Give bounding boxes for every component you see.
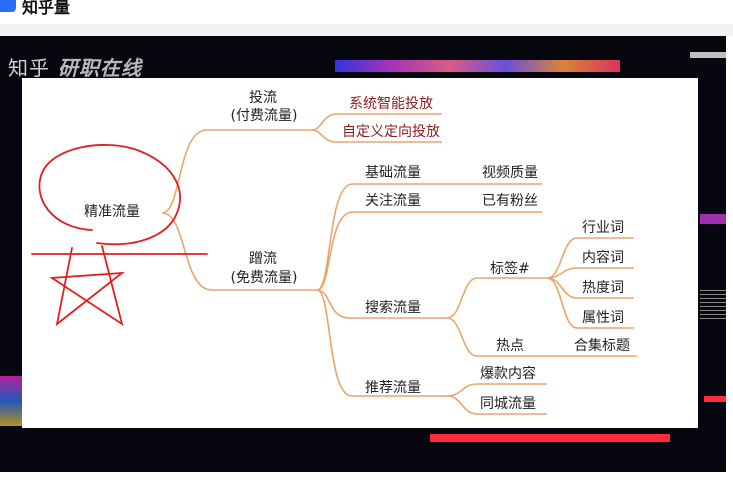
node-paid-item-2: 自定义定向投放: [342, 124, 440, 140]
app-header: 知乎量: [0, 0, 733, 22]
mindmap-board: 精准流量 投流 (付费流量) 系统智能投放 自定义定向投放 蹭流 (免费流量) …: [22, 78, 698, 428]
watermark-sub: 研职在线: [58, 56, 142, 80]
video-red-accent: [704, 396, 726, 402]
node-root: 精准流量: [84, 204, 140, 220]
node-free-title: 蹭流: [249, 251, 277, 267]
node-recommend: 推荐流量: [365, 380, 421, 396]
video-right-deco: [700, 214, 726, 224]
connector-root-free: [161, 212, 213, 291]
node-tag-item-3: 热度词: [582, 280, 624, 296]
app-title: 知乎量: [22, 0, 71, 17]
watermark-main: 知乎: [8, 56, 50, 80]
node-tag-item-2: 内容词: [582, 250, 624, 266]
node-tag-item-4: 属性词: [582, 310, 624, 326]
node-search: 搜索流量: [365, 300, 421, 316]
node-tag-item-1: 行业词: [582, 220, 624, 236]
node-hot: 热点: [496, 338, 524, 354]
connector-paid-2: [311, 129, 442, 143]
node-hot-detail: 合集标题: [574, 338, 630, 354]
video-left-deco: [0, 376, 22, 426]
video-red-bar: [430, 434, 670, 442]
node-basic: 基础流量: [365, 165, 421, 181]
node-basic-detail: 视频质量: [482, 165, 538, 181]
connector-paid-1: [311, 113, 442, 131]
red-annotation: [31, 144, 208, 327]
video-scanlines: [700, 290, 726, 320]
node-recommend-item-2: 同城流量: [480, 396, 536, 412]
node-paid-subtitle: (付费流量): [230, 108, 298, 124]
connector-root-paid: [161, 129, 208, 214]
node-follow: 关注流量: [365, 193, 421, 209]
node-paid-title: 投流: [249, 90, 277, 106]
node-paid-item-1: 系统智能投放: [349, 96, 433, 112]
node-free-subtitle: (免费流量): [230, 270, 298, 286]
node-follow-detail: 已有粉丝: [482, 193, 538, 209]
zhihu-logo-icon: [0, 0, 16, 12]
node-recommend-item-1: 爆款内容: [480, 366, 536, 382]
mindmap-connectors: [31, 113, 637, 415]
video-deco-bar: [690, 52, 726, 58]
video-watermark: 知乎研职在线: [8, 52, 142, 81]
header-divider: [0, 24, 733, 36]
node-search-tag: 标签#: [490, 261, 530, 277]
video-deco-strip: [335, 60, 620, 72]
